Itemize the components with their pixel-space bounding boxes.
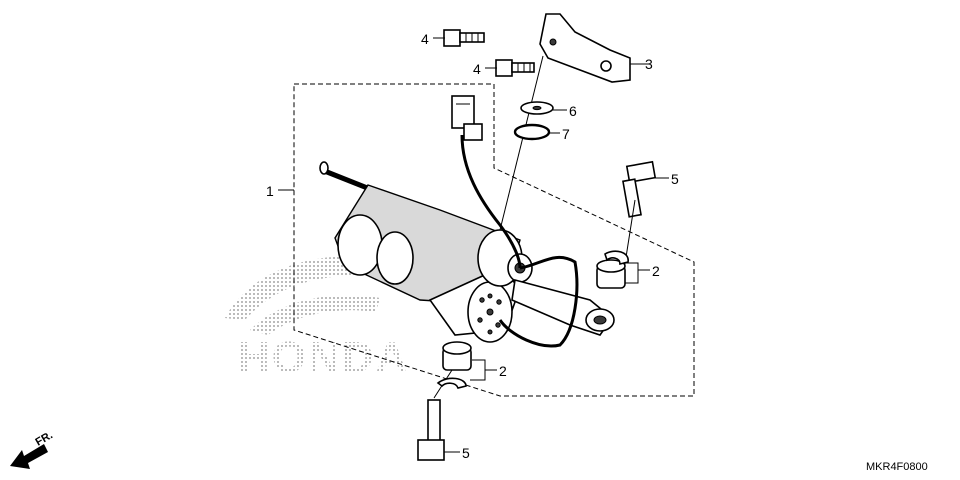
callout-4-lower: 4 — [473, 61, 481, 77]
front-direction-marker: FR. — [10, 429, 55, 469]
diagram-code: MKR4F0800 — [866, 461, 928, 473]
flange-bolt-upper — [443, 29, 485, 47]
bracket — [499, 13, 631, 231]
flange-bolt-lower — [495, 59, 535, 77]
callout-1: 1 — [266, 183, 274, 199]
bolt-upper — [622, 160, 657, 271]
leader-lines — [278, 37, 669, 453]
callout-4-upper: 4 — [421, 31, 429, 47]
callout-6: 6 — [569, 103, 577, 119]
callout-5-lower: 5 — [462, 445, 470, 461]
o-ring — [513, 123, 551, 141]
callout-5-upper: 5 — [671, 171, 679, 187]
wire-connector — [451, 95, 483, 141]
assembly-boundary — [293, 83, 695, 397]
callout-3: 3 — [645, 56, 653, 72]
callout-2-lower: 2 — [499, 363, 507, 379]
honda-wordmark: HONDA — [238, 333, 409, 382]
callout-2-upper: 2 — [652, 263, 660, 279]
callout-7: 7 — [562, 126, 570, 142]
stabilizer-body — [319, 134, 615, 348]
rubber-bushing-upper — [596, 250, 629, 289]
bolt-lower — [417, 369, 453, 461]
front-arrow-icon — [10, 444, 48, 469]
front-label: FR. — [34, 429, 55, 448]
rubber-bushing-lower — [436, 341, 472, 389]
